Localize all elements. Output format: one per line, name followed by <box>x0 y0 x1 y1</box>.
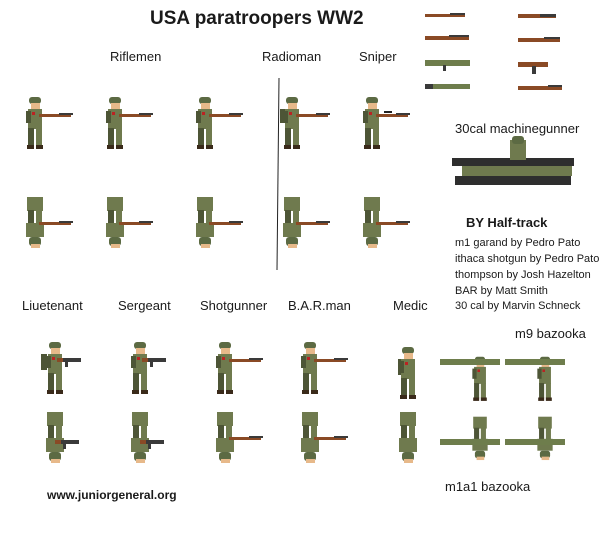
weapons-sprites <box>425 13 562 90</box>
credit-line: 30 cal by Marvin Schneck <box>455 300 581 312</box>
bazooka-sprites <box>440 356 565 461</box>
credit-line: thompson by Josh Hazelton <box>455 269 591 281</box>
row2-sprites <box>41 342 417 463</box>
sniper-sprites <box>363 97 410 248</box>
credit-line: ithaca shotgun by Pedro Pato <box>455 253 600 265</box>
label-sniper: Sniper <box>359 49 397 64</box>
label-bar-man: B.A.R.man <box>288 298 351 313</box>
label-riflemen: Riflemen <box>110 49 162 64</box>
label-30cal-machinegunner: 30cal machinegunner <box>455 121 580 136</box>
label-liuetenant: Liuetenant <box>22 298 83 313</box>
label-m1a1-bazooka: m1a1 bazooka <box>445 479 531 494</box>
label-sergeant: Sergeant <box>118 298 171 313</box>
website-link[interactable]: www.juniorgeneral.org <box>47 488 177 502</box>
label-shotgunner: Shotgunner <box>200 298 268 313</box>
divider-line <box>276 77 280 271</box>
label-half-track: BY Half-track <box>466 215 548 230</box>
machinegunner-sprite <box>452 136 574 185</box>
label-medic: Medic <box>393 298 428 313</box>
riflemen-sprites <box>26 97 243 248</box>
label-m9-bazooka: m9 bazooka <box>515 326 586 341</box>
radioman-sprites <box>280 97 330 248</box>
credit-line: BAR by Matt Smith <box>455 285 548 297</box>
page-title: USA paratroopers WW2 <box>150 8 364 29</box>
label-radioman: Radioman <box>262 49 322 64</box>
credit-line: m1 garand by Pedro Pato <box>455 237 581 249</box>
